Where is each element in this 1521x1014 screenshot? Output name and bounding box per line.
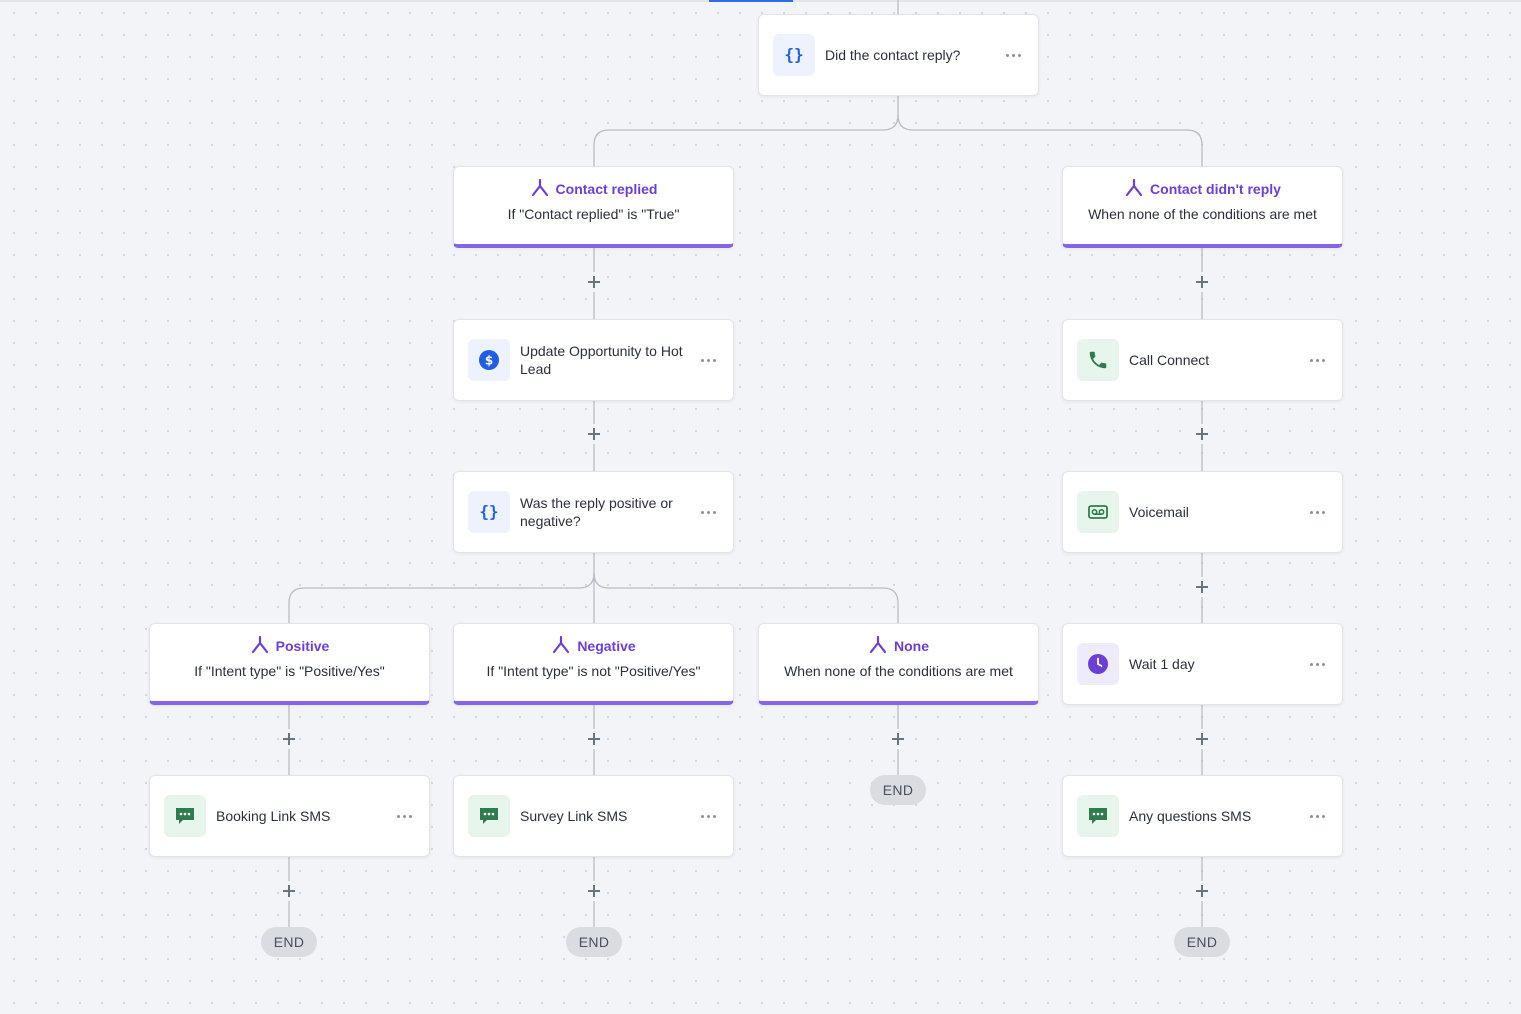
add-step-plus-icon[interactable] <box>585 273 603 291</box>
add-step-plus-icon[interactable] <box>889 730 907 748</box>
svg-text:{}: {} <box>784 45 803 64</box>
node-label: Call Connect <box>1129 352 1210 368</box>
branch-condition: If "Intent type" is "Positive/Yes" <box>194 663 385 679</box>
node-label: Update Opportunity to Hot Lead <box>520 343 683 377</box>
add-step-plus-icon[interactable] <box>280 882 298 900</box>
voicemail-icon <box>1077 491 1119 533</box>
braces-icon: {} <box>773 34 815 76</box>
branch-condition: If "Intent type" is not "Positive/Yes" <box>486 663 701 679</box>
action-any-questions-sms[interactable]: Any questions SMS <box>1062 775 1343 857</box>
branch-contact-replied[interactable]: Contact replied If "Contact replied" is … <box>453 166 734 248</box>
more-options-icon[interactable] <box>697 805 719 827</box>
selected-connector-highlight <box>709 0 793 2</box>
more-options-icon[interactable] <box>1002 44 1024 66</box>
action-voicemail[interactable]: Voicemail <box>1062 471 1343 553</box>
end-marker: END <box>261 927 317 957</box>
condition-node-did-contact-reply[interactable]: {} Did the contact reply? <box>758 14 1039 96</box>
more-options-icon[interactable] <box>1306 653 1328 675</box>
more-options-icon[interactable] <box>1306 349 1328 371</box>
node-label: Booking Link SMS <box>216 808 331 824</box>
add-step-plus-icon[interactable] <box>585 730 603 748</box>
svg-text:$: $ <box>485 354 493 368</box>
sms-icon <box>1077 795 1119 837</box>
action-survey-link-sms[interactable]: Survey Link SMS <box>453 775 734 857</box>
braces-icon: {} <box>468 491 510 533</box>
node-label: Was the reply positive or negative? <box>520 495 673 529</box>
more-options-icon[interactable] <box>697 349 719 371</box>
add-step-plus-icon[interactable] <box>1193 578 1211 596</box>
node-label: Any questions SMS <box>1129 808 1252 824</box>
branch-split-icon <box>551 635 571 658</box>
add-step-plus-icon[interactable] <box>585 425 603 443</box>
more-options-icon[interactable] <box>1306 501 1328 523</box>
phone-icon <box>1077 339 1119 381</box>
branch-title: Positive <box>275 638 330 654</box>
more-options-icon[interactable] <box>1306 805 1328 827</box>
action-wait-1-day[interactable]: Wait 1 day <box>1062 623 1343 705</box>
branch-contact-didnt-reply[interactable]: Contact didn't reply When none of the co… <box>1062 166 1343 248</box>
node-label: Wait 1 day <box>1129 656 1195 672</box>
branch-condition: If "Contact replied" is "True" <box>507 206 680 222</box>
clock-icon <box>1077 643 1119 685</box>
action-update-opportunity[interactable]: $ Update Opportunity to Hot Lead <box>453 319 734 401</box>
sms-icon <box>164 795 206 837</box>
more-options-icon[interactable] <box>697 501 719 523</box>
branch-title: None <box>894 638 929 654</box>
add-step-plus-icon[interactable] <box>1193 882 1211 900</box>
branch-title: Contact replied <box>555 181 658 197</box>
node-label: Voicemail <box>1129 504 1189 520</box>
add-step-plus-icon[interactable] <box>585 882 603 900</box>
branch-positive[interactable]: Positive If "Intent type" is "Positive/Y… <box>149 623 430 705</box>
end-marker: END <box>1174 927 1230 957</box>
end-marker: END <box>870 775 926 805</box>
node-label: Survey Link SMS <box>520 808 628 824</box>
branch-split-icon <box>250 635 270 658</box>
add-step-plus-icon[interactable] <box>1193 273 1211 291</box>
add-step-plus-icon[interactable] <box>1193 730 1211 748</box>
node-label: Did the contact reply? <box>825 47 961 63</box>
branch-split-icon <box>1124 178 1144 201</box>
sms-icon <box>468 795 510 837</box>
branch-condition: When none of the conditions are met <box>784 663 1013 679</box>
end-marker: END <box>566 927 622 957</box>
more-options-icon[interactable] <box>393 805 415 827</box>
branch-condition: When none of the conditions are met <box>1088 206 1317 222</box>
add-step-plus-icon[interactable] <box>1193 425 1211 443</box>
branch-split-icon <box>530 178 550 201</box>
action-call-connect[interactable]: Call Connect <box>1062 319 1343 401</box>
dollar-icon: $ <box>468 339 510 381</box>
branch-negative[interactable]: Negative If "Intent type" is not "Positi… <box>453 623 734 705</box>
action-booking-link-sms[interactable]: Booking Link SMS <box>149 775 430 857</box>
branch-split-icon <box>868 635 888 658</box>
condition-node-reply-sentiment[interactable]: {} Was the reply positive or negative? <box>453 471 734 553</box>
branch-title: Contact didn't reply <box>1150 181 1281 197</box>
svg-text:{}: {} <box>479 502 498 521</box>
branch-title: Negative <box>577 638 636 654</box>
add-step-plus-icon[interactable] <box>280 730 298 748</box>
branch-none[interactable]: None When none of the conditions are met <box>758 623 1039 705</box>
